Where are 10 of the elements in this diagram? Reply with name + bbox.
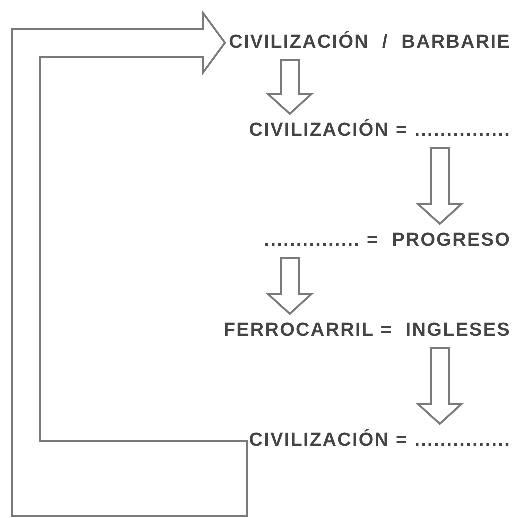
equation-text: CIVILIZACIÓN = ............... [249, 118, 511, 143]
hollow-arrow [415, 347, 465, 426]
hollow-arrow [265, 59, 315, 116]
equation-text: CIVILIZACIÓN / BARBARIE [229, 30, 511, 55]
hollow-arrow [265, 257, 315, 316]
equation-text: ............... = PROGRESO [264, 229, 511, 253]
equation-text: CIVILIZACIÓN = ............... [249, 428, 511, 453]
hollow-arrow [415, 147, 465, 226]
equation-text: FERROCARRIL = INGLESES [224, 319, 511, 343]
hollow-arrow [11, 10, 248, 517]
